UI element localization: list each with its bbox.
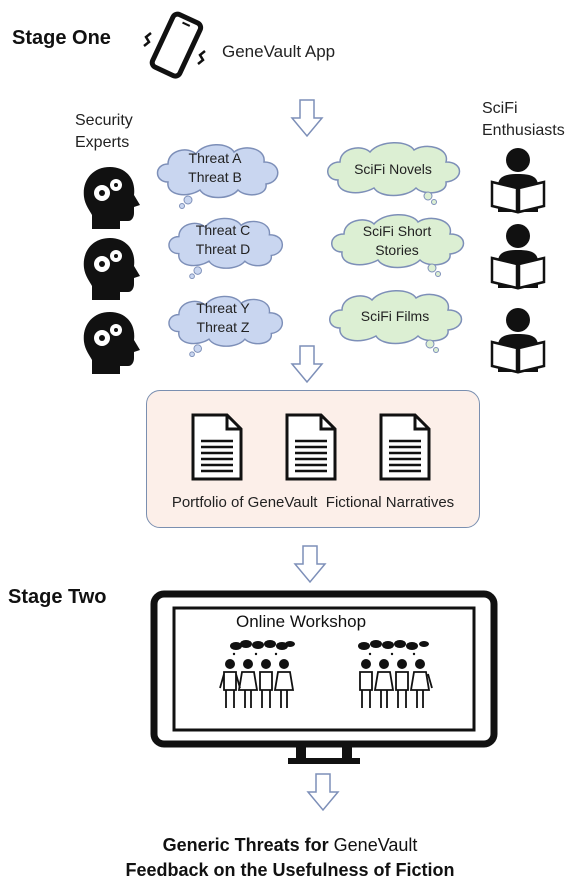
stage-one-title: Stage One	[12, 27, 111, 49]
portfolio-caption: Portfolio of GeneVault Fictional Narrati…	[171, 494, 455, 511]
footer-line-2: Feedback on the Usefulness of Fiction	[125, 860, 455, 880]
portfolio-box: Portfolio of GeneVault Fictional Narrati…	[146, 390, 480, 528]
people-group-icon	[358, 640, 433, 708]
reader-icon	[490, 308, 546, 374]
app-label: GeneVault App	[222, 42, 336, 61]
down-arrow-icon	[290, 99, 324, 138]
expert-head-gears-icon	[83, 167, 140, 229]
footer-line-1: Generic Threats for GeneVault	[162, 835, 418, 855]
document-icon	[285, 413, 337, 481]
threat-cloud-bubble	[168, 217, 284, 280]
document-icon	[379, 413, 431, 481]
scifi-bubble-text: SciFi Novels	[354, 161, 432, 177]
expert-head-gears-icon	[83, 312, 140, 374]
document-icon	[191, 413, 243, 481]
down-arrow-icon	[290, 345, 324, 384]
security-experts-label: Security Experts	[75, 112, 133, 151]
stage-two-title: Stage Two	[8, 586, 107, 608]
scifi-cloud-bubble	[327, 142, 461, 205]
scifi-cloud-bubble	[331, 214, 465, 277]
reader-icon	[490, 148, 546, 214]
people-group-icon	[219, 640, 295, 708]
down-arrow-icon	[306, 773, 340, 812]
threat-cloud-bubble	[156, 144, 279, 209]
scifi-bubble-text: SciFi Films	[360, 308, 430, 324]
scifi-enthusiasts-label: SciFi Enthusiasts	[482, 100, 565, 139]
scifi-cloud-bubble	[329, 290, 463, 353]
down-arrow-icon	[293, 545, 327, 584]
threat-cloud-bubble	[168, 295, 284, 358]
reader-icon	[490, 224, 546, 290]
monitor-icon	[150, 590, 498, 764]
expert-head-gears-icon	[83, 238, 140, 300]
smartphone-icon	[143, 11, 206, 79]
workshop-title: Online Workshop	[236, 612, 367, 631]
